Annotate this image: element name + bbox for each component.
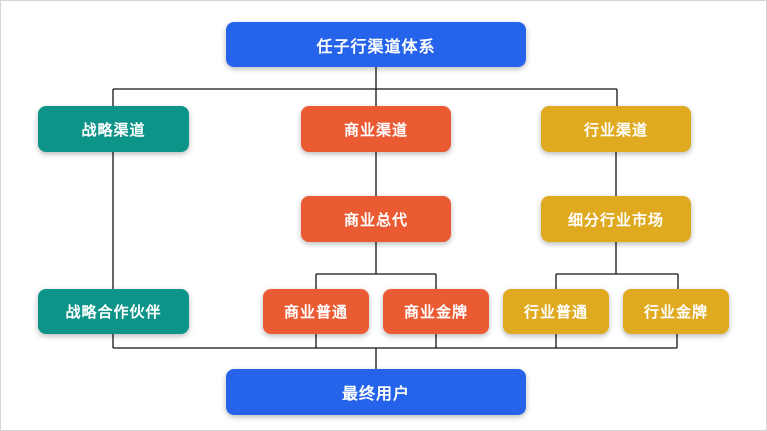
node-industry-normal[interactable]: 行业普通: [503, 289, 609, 334]
node-commercial-gold-label: 商业金牌: [403, 304, 468, 321]
edge-level2-to-level3: [112, 152, 617, 289]
node-commercial-channel[interactable]: 商业渠道: [301, 106, 451, 152]
node-root-label: 任子行渠道体系: [316, 38, 436, 56]
edge-commercial-agent-to-children: [315, 242, 437, 289]
node-end-user[interactable]: 最终用户: [226, 369, 526, 415]
edge-root-to-level2: [112, 67, 618, 106]
node-strategic-partner[interactable]: 战略合作伙伴: [38, 289, 189, 334]
node-industry-channel[interactable]: 行业渠道: [541, 106, 691, 152]
node-industry-gold[interactable]: 行业金牌: [623, 289, 729, 334]
node-industry-gold-label: 行业金牌: [643, 304, 708, 321]
node-commercial-channel-label: 商业渠道: [343, 121, 408, 139]
node-root[interactable]: 任子行渠道体系: [226, 22, 526, 67]
node-strategic-channel-label: 战略渠道: [81, 121, 146, 139]
node-industry-segment-market[interactable]: 细分行业市场: [541, 196, 691, 242]
node-commercial-normal-label: 商业普通: [283, 304, 348, 321]
node-commercial-agent[interactable]: 商业总代: [301, 196, 451, 242]
node-strategic-channel[interactable]: 战略渠道: [38, 106, 189, 152]
node-strategic-partner-label: 战略合作伙伴: [65, 304, 162, 321]
edge-industry-segment-to-children: [555, 242, 679, 289]
node-industry-channel-label: 行业渠道: [583, 121, 648, 139]
node-commercial-agent-label: 商业总代: [343, 211, 408, 229]
node-commercial-gold[interactable]: 商业金牌: [383, 289, 489, 334]
node-commercial-normal[interactable]: 商业普通: [263, 289, 369, 334]
node-end-user-label: 最终用户: [341, 386, 410, 403]
edge-level4-to-end-user: [112, 334, 678, 369]
node-industry-normal-label: 行业普通: [523, 304, 588, 321]
node-industry-segment-market-label: 细分行业市场: [567, 211, 664, 229]
